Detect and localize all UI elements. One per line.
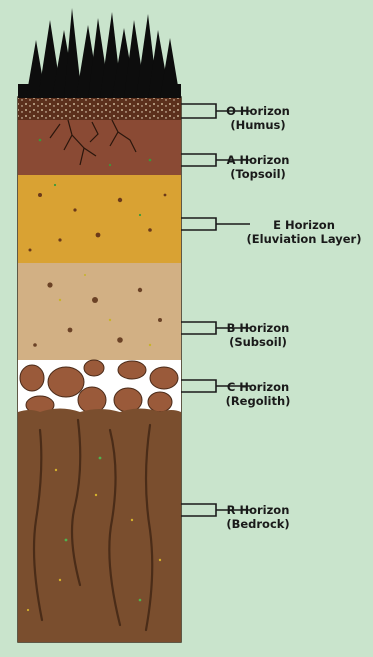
horizon-name: B Horizon: [227, 321, 290, 335]
horizon-subtitle: (Subsoil): [227, 335, 290, 349]
r-horizon-label: R Horizon (Bedrock): [226, 503, 289, 531]
b-horizon-label: B Horizon (Subsoil): [227, 321, 290, 349]
a-horizon-label: A Horizon (Topsoil): [227, 153, 290, 181]
a-horizon-layer: [18, 120, 181, 175]
horizon-subtitle: (Humus): [226, 118, 290, 132]
e-horizon-layer: [18, 175, 181, 263]
e-horizon-label: E Horizon (Eluviation Layer): [247, 218, 362, 246]
horizon-subtitle: (Eluviation Layer): [247, 232, 362, 246]
forest-trees-illustration: [18, 8, 181, 98]
horizon-name: A Horizon: [227, 153, 290, 167]
horizon-name: E Horizon: [247, 218, 362, 232]
b-horizon-layer: [18, 263, 181, 360]
o-horizon-label: O Horizon (Humus): [226, 104, 290, 132]
horizon-subtitle: (Regolith): [226, 394, 291, 408]
horizon-name: O Horizon: [226, 104, 290, 118]
o-horizon-layer: [18, 98, 181, 120]
horizon-name: C Horizon: [226, 380, 291, 394]
horizon-subtitle: (Topsoil): [227, 167, 290, 181]
c-horizon-label: C Horizon (Regolith): [226, 380, 291, 408]
c-horizon-layer: [18, 360, 181, 415]
horizon-subtitle: (Bedrock): [226, 517, 289, 531]
horizon-name: R Horizon: [226, 503, 289, 517]
r-horizon-layer: [18, 409, 181, 643]
